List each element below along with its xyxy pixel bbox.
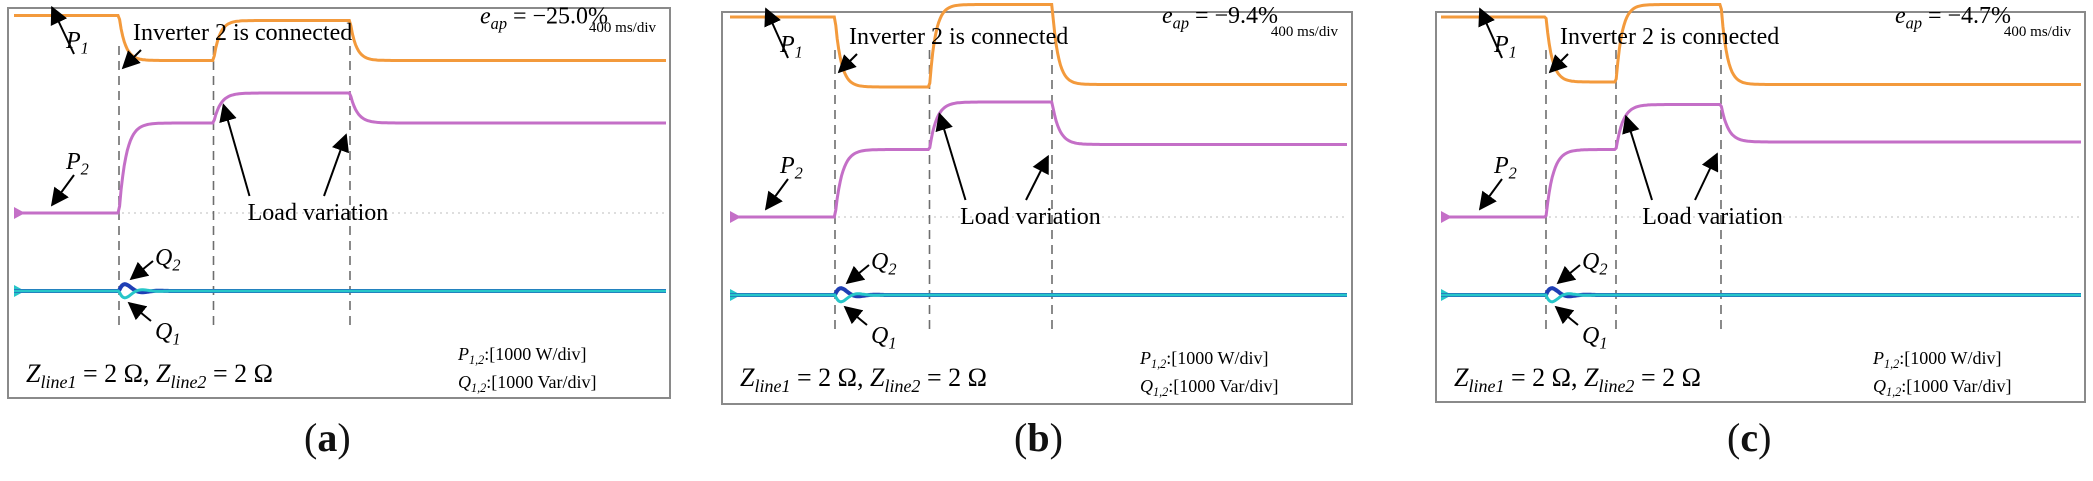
load-annotation: Load variation bbox=[1642, 204, 1783, 230]
scope-panel-a: 400 ms/div Inverter 2 is connected P1P2Q2Q… bbox=[7, 4, 671, 399]
load-arrow-1 bbox=[935, 112, 967, 201]
error-metric: eap = −4.7% bbox=[1895, 3, 2011, 32]
connect-arrow bbox=[837, 53, 858, 74]
arrow-q1 bbox=[1554, 305, 1579, 326]
scope-panel-c: 400 ms/div Inverter 2 is connected P1P2Q2Q… bbox=[1435, 2, 2086, 403]
trace-p2 bbox=[14, 91, 666, 215]
load-arrow-2 bbox=[1025, 154, 1049, 201]
error-metric: eap = −9.4% bbox=[1162, 3, 1278, 32]
trace-p2 bbox=[1441, 103, 2081, 219]
connect-annotation: Inverter 2 is connected bbox=[133, 20, 352, 46]
label-q2: Q2 bbox=[155, 245, 181, 274]
label-q1: Q1 bbox=[1582, 323, 1608, 352]
scale-q: Q1,2:[1000 Var/div] bbox=[458, 372, 596, 395]
load-arrow-2 bbox=[323, 133, 349, 197]
label-p2: P2 bbox=[779, 153, 803, 182]
line-impedance: Zline1 = 2 Ω, Zline2 = 2 Ω bbox=[1454, 363, 1701, 396]
arrow-p1 bbox=[1478, 7, 1503, 59]
load-arrow-2 bbox=[1694, 152, 1719, 201]
error-metric: eap = −25.0% bbox=[480, 4, 608, 33]
label-p1: P1 bbox=[1493, 32, 1517, 61]
panel-label-b: (b) bbox=[1014, 415, 1063, 460]
trace-p1 bbox=[1441, 2, 2081, 86]
trace-q1 bbox=[730, 292, 1347, 304]
time-scale-label: 400 ms/div bbox=[1271, 24, 1339, 40]
label-p1: P1 bbox=[779, 32, 803, 61]
label-q1: Q1 bbox=[871, 323, 897, 352]
arrow-q2 bbox=[1556, 264, 1581, 285]
connect-annotation: Inverter 2 is connected bbox=[1560, 24, 1779, 50]
arrow-p2 bbox=[1478, 178, 1503, 211]
arrow-q1 bbox=[843, 305, 868, 326]
trace-q1 bbox=[14, 288, 666, 300]
arrow-p2 bbox=[764, 178, 789, 211]
arrow-q2 bbox=[129, 260, 154, 281]
trace-p1 bbox=[14, 14, 666, 62]
scope-frame bbox=[1435, 11, 2086, 403]
load-arrow-1 bbox=[1622, 114, 1653, 201]
label-q2: Q2 bbox=[1582, 249, 1608, 278]
connect-arrow bbox=[121, 49, 142, 70]
arrow-p1 bbox=[764, 7, 789, 59]
arrow-q1 bbox=[127, 301, 152, 322]
label-p1: P1 bbox=[65, 28, 89, 57]
scale-p: P1,2:[1000 W/div] bbox=[457, 344, 586, 367]
arrow-p2 bbox=[50, 174, 75, 207]
time-scale-label: 400 ms/div bbox=[2004, 24, 2072, 40]
label-q2: Q2 bbox=[871, 249, 897, 278]
line-impedance: Zline1 = 2 Ω, Zline2 = 2 Ω bbox=[26, 359, 273, 392]
scale-p: P1,2:[1000 W/div] bbox=[1872, 348, 2001, 371]
panel-label-c: (c) bbox=[1727, 415, 1772, 460]
label-p2: P2 bbox=[65, 149, 89, 178]
arrow-p1 bbox=[50, 5, 75, 55]
arrow-q2 bbox=[845, 264, 870, 285]
trace-q1 bbox=[1441, 292, 2081, 304]
scale-p: P1,2:[1000 W/div] bbox=[1139, 348, 1268, 371]
scope-frame bbox=[721, 11, 1353, 405]
scale-q: Q1,2:[1000 Var/div] bbox=[1873, 376, 2011, 399]
trace-p1 bbox=[730, 3, 1347, 89]
line-impedance: Zline1 = 2 Ω, Zline2 = 2 Ω bbox=[740, 363, 987, 396]
label-p2: P2 bbox=[1493, 153, 1517, 182]
load-annotation: Load variation bbox=[248, 200, 389, 226]
scale-q: Q1,2:[1000 Var/div] bbox=[1140, 376, 1278, 399]
connect-arrow bbox=[1548, 53, 1569, 74]
panel-label-a: (a) bbox=[304, 415, 351, 460]
scope-panel-b: 400 ms/div Inverter 2 is connected P1P2Q2Q… bbox=[721, 3, 1353, 405]
connect-annotation: Inverter 2 is connected bbox=[849, 24, 1068, 50]
load-annotation: Load variation bbox=[960, 204, 1101, 230]
time-scale-label: 400 ms/div bbox=[589, 20, 657, 36]
load-arrow-1 bbox=[219, 103, 251, 197]
label-q1: Q1 bbox=[155, 319, 181, 348]
trace-p2 bbox=[730, 100, 1347, 219]
